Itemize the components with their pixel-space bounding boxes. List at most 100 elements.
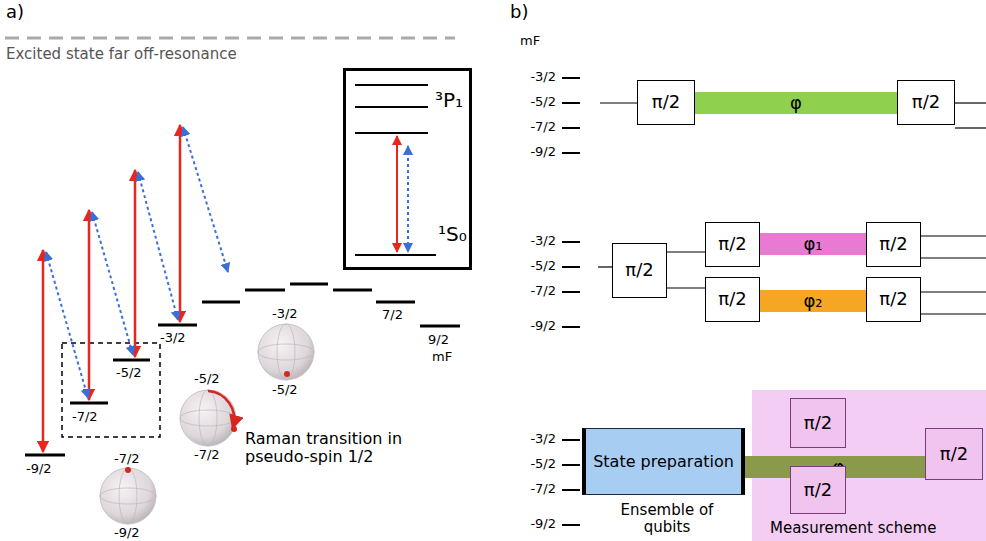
wire <box>983 464 986 465</box>
drawing-part <box>562 489 580 491</box>
state-dot <box>284 371 290 377</box>
laser-arrow <box>134 170 137 357</box>
laser-arrow <box>396 136 398 252</box>
laser-arrow <box>138 172 178 320</box>
drawing-part <box>562 102 580 104</box>
wire <box>921 235 986 236</box>
sphere-grid <box>277 324 295 380</box>
level-label: -9/2 <box>530 517 556 532</box>
level-label: -5/2 <box>530 457 556 472</box>
level <box>355 132 428 134</box>
laser-arrow <box>92 212 133 355</box>
circuit-wires <box>598 103 986 314</box>
box-text: φ <box>790 93 802 114</box>
panel-label: b) <box>510 2 528 23</box>
level-label: -9/2 <box>530 145 556 160</box>
measurement-region: Measurement schemeπ/2π/2φπ/2 <box>752 390 986 541</box>
level-label: -5/2 <box>116 366 142 381</box>
sphere-label: -9/2 <box>114 526 140 541</box>
bloch-sphere <box>100 467 156 524</box>
level <box>376 301 415 304</box>
wire <box>921 291 986 292</box>
state-dot <box>231 426 237 432</box>
level-label: -3/2 <box>160 331 186 346</box>
box-text: Measurement scheme <box>770 520 936 537</box>
wire <box>955 127 986 128</box>
level-label: -5/2 <box>530 259 556 274</box>
sphere-label: -3/2 <box>272 307 298 322</box>
blue-transitions <box>46 127 228 398</box>
pulse-box: π/2 <box>866 222 921 267</box>
wire <box>846 493 986 494</box>
state-dot <box>125 467 131 473</box>
laser-arrow <box>46 252 88 398</box>
level <box>333 289 372 292</box>
laser-arrow <box>183 127 228 272</box>
drawing-part <box>562 326 580 328</box>
term-symbol: ¹S₀ <box>438 223 467 246</box>
sphere <box>100 468 156 524</box>
wire-connector <box>667 287 705 288</box>
level-label: -5/2 <box>530 95 556 110</box>
level <box>158 324 197 327</box>
wire-connector <box>667 251 705 252</box>
sphere-grid <box>199 390 217 446</box>
box-text: π/2 <box>718 289 746 310</box>
level <box>70 402 108 405</box>
red-transitions <box>43 125 180 452</box>
level-label: -7/2 <box>530 284 556 299</box>
level <box>113 359 150 362</box>
sphere-grid <box>100 488 156 504</box>
wire <box>921 257 986 258</box>
level <box>290 283 328 286</box>
wire <box>598 266 612 267</box>
level-label: -7/2 <box>530 482 556 497</box>
drawing-part <box>562 464 580 466</box>
sphere <box>258 324 314 380</box>
excited-state-note: Excited state far off-resonance <box>6 46 237 63</box>
pulse-box: π/2 <box>612 243 667 298</box>
level-label: -3/2 <box>530 70 556 85</box>
level-label: -3/2 <box>530 432 556 447</box>
phase-band: φ₂ <box>760 290 866 312</box>
drawing-part <box>562 266 580 268</box>
phase-band: φ₁ <box>760 233 866 255</box>
pulse-box: π/2 <box>705 277 760 322</box>
box-text: π/2 <box>912 92 940 113</box>
level <box>25 454 65 457</box>
level-ticks <box>562 78 580 525</box>
pulse-box: π/2 <box>790 398 846 448</box>
inset-box: ³P₁¹S₀ <box>343 68 472 270</box>
level <box>355 106 428 108</box>
wire <box>846 407 986 408</box>
rotation-arrow <box>208 391 234 427</box>
laser-arrow <box>88 210 91 400</box>
level-label: -7/2 <box>72 410 98 425</box>
bloch-sphere <box>180 390 237 446</box>
box-text: φ₂ <box>803 291 822 312</box>
level <box>202 301 240 304</box>
wire <box>600 102 637 103</box>
sphere-label: -5/2 <box>194 372 220 387</box>
level <box>245 289 285 292</box>
wire <box>846 419 986 420</box>
box-text: π/2 <box>804 413 832 434</box>
level-label: 9/2 <box>428 333 449 348</box>
pulse-box: π/2 <box>705 222 760 267</box>
level <box>420 325 460 328</box>
sphere <box>180 390 236 446</box>
state-prep-box: State preparationEnsemble of qubits <box>582 428 745 495</box>
box-text: State preparation <box>586 452 741 470</box>
box-text: π/2 <box>879 234 907 255</box>
drawing-part <box>562 291 580 293</box>
box-text: π/2 <box>879 289 907 310</box>
level-label: 7/2 <box>382 308 403 323</box>
box-text: π/2 <box>625 260 653 281</box>
sphere-label: -7/2 <box>114 452 140 467</box>
wire <box>846 505 986 506</box>
drawing-part <box>562 241 580 243</box>
pulse-box: π/2 <box>897 80 955 125</box>
level-label: -3/2 <box>530 234 556 249</box>
box-text: π/2 <box>940 444 968 465</box>
level-label: -7/2 <box>530 120 556 135</box>
